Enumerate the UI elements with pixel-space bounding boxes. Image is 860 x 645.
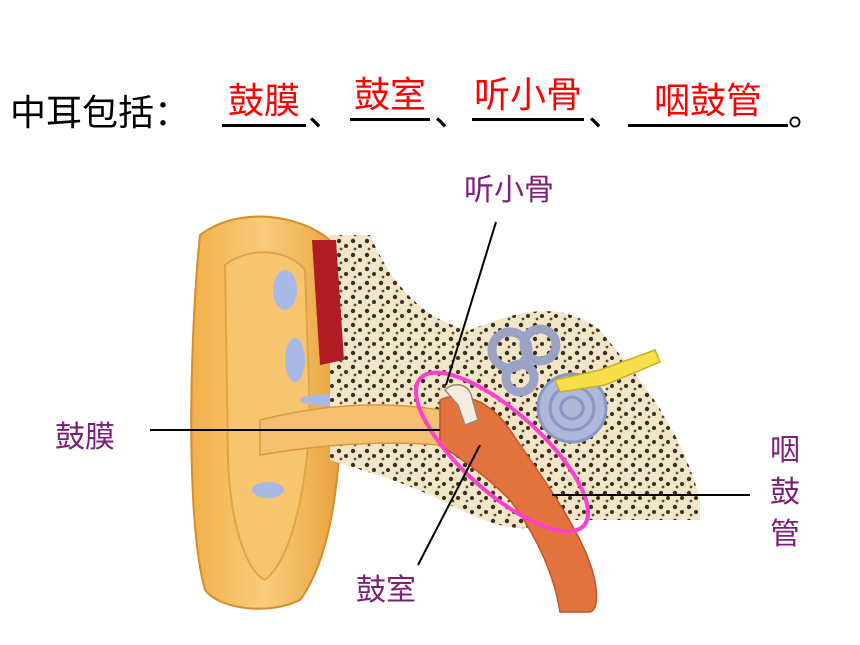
label-eustachian-tube-char-1: 咽: [770, 433, 800, 468]
answer-eustachian-tube: 咽鼓管: [653, 81, 762, 122]
label-ossicles: 听小骨: [464, 173, 554, 208]
heading-line: 中耳包括： 鼓膜 、 鼓室 、 听小骨 、 咽鼓管 。: [10, 72, 850, 134]
heading-end: 。: [788, 93, 825, 134]
vessel-strip: [312, 240, 344, 365]
separator-1: 、: [308, 93, 345, 134]
cochlea: [536, 372, 608, 444]
cartilage-1: [273, 270, 297, 310]
answer-ossicles: 听小骨: [473, 75, 582, 116]
pinna-inner: [223, 251, 312, 582]
cartilage-2: [285, 338, 305, 382]
blank-tympanic-cavity: 鼓室: [350, 66, 430, 121]
label-eustachian-tube-char-3: 管: [770, 517, 800, 552]
middle-ear-highlight: [413, 370, 591, 534]
answer-eardrum: 鼓膜: [227, 81, 300, 122]
blank-ossicles: 听小骨: [472, 66, 584, 121]
separator-3: 、: [588, 93, 625, 134]
label-eustachian-tube: 咽 鼓 管: [765, 430, 805, 556]
label-tympanic-cavity: 鼓室: [356, 573, 416, 608]
ossicle-bones: [443, 383, 479, 426]
cartilage-3: [252, 482, 284, 498]
leader-ossicles: [445, 221, 497, 386]
label-eustachian-tube-char-2: 鼓: [770, 475, 800, 510]
label-eardrum: 鼓膜: [55, 420, 115, 455]
leader-tympanic-cavity: [417, 444, 481, 566]
semicircular-canals: [487, 324, 561, 397]
blank-eustachian-tube: 咽鼓管: [628, 72, 788, 127]
separator-2: 、: [434, 93, 471, 134]
tympanic-cavity-shape: [439, 395, 598, 613]
blank-eardrum: 鼓膜: [222, 72, 306, 127]
auditory-nerve: [553, 349, 661, 393]
heading-prefix: 中耳包括：: [10, 93, 191, 134]
answer-tympanic-cavity: 鼓室: [353, 75, 426, 116]
temporal-bone: [330, 235, 700, 529]
